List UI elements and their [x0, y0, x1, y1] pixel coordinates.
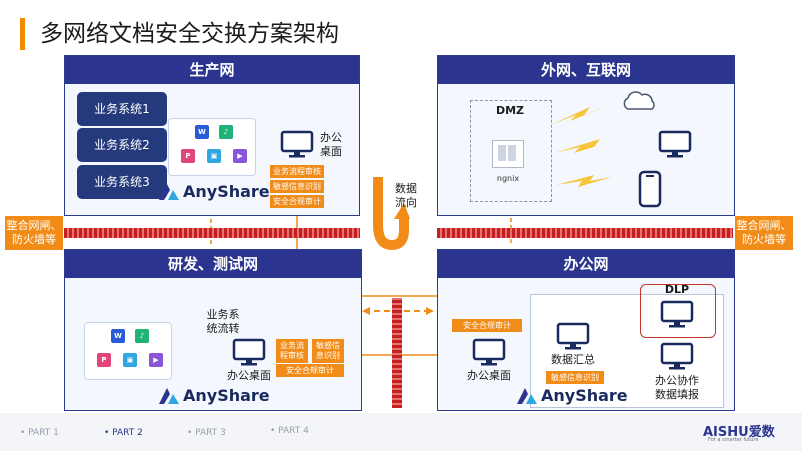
monitor-icon-summary: [556, 322, 590, 350]
tag-compliance-audit: 安全合规审计: [270, 195, 324, 208]
word-icon: W: [111, 329, 125, 343]
gateway-label-left: 整合网闸、 防火墙等: [5, 216, 63, 250]
firewall-wall-left: [64, 228, 360, 238]
production-desktop-label: 办公 桌面: [320, 131, 342, 158]
anyshare-logo-office: AnyShare: [517, 386, 628, 405]
collab-label: 办公协作 数据填报: [655, 374, 699, 401]
business-system-1: 业务系统1: [77, 92, 167, 126]
office-tag-sensitive: 敏感信息识别: [546, 371, 604, 384]
title-accent-bar: [20, 18, 25, 50]
aishu-logo: AISHU爱数: [703, 425, 775, 440]
anyshare-logo-rnd: AnyShare: [159, 386, 270, 405]
part-1-link[interactable]: • PART 1: [20, 428, 59, 438]
office-tag-compliance-audit: 安全合规审计: [452, 319, 522, 332]
file-types-box: W ♪ P ▣ ▶: [168, 118, 256, 176]
anyshare-icon: [517, 387, 537, 404]
rnd-tag-sensitive-detect: 敏感信 息识别: [312, 339, 344, 363]
anyshare-icon: [159, 183, 179, 200]
lightning-icons: [550, 105, 620, 187]
image-icon: ▣: [207, 149, 221, 163]
monitor-icon-external: [658, 130, 692, 158]
part-3-link[interactable]: • PART 3: [187, 428, 226, 438]
part-4-link[interactable]: • PART 4: [270, 426, 309, 436]
rnd-flow-label: 业务系 统流转: [206, 308, 240, 335]
monitor-icon-dlp: [660, 300, 694, 328]
gateway-label-right: 整合网闸、 防火墙等: [735, 216, 793, 250]
office-header: 办公网: [438, 250, 734, 278]
audio-icon: ♪: [135, 329, 149, 343]
monitor-icon-rnd: [232, 338, 266, 366]
file-types-box-rnd: W ♪ P ▣ ▶: [84, 322, 172, 380]
video-icon: ▶: [233, 149, 247, 163]
business-system-3: 业务系统3: [77, 165, 167, 199]
rnd-tag-process-review: 业务流 程审核: [276, 339, 308, 363]
monitor-icon-collab: [660, 342, 694, 370]
image-icon: ▣: [123, 353, 137, 367]
firewall-wall-right: [437, 228, 733, 238]
audio-icon: ♪: [219, 125, 233, 139]
dlp-box: [640, 284, 716, 338]
nginx-label: ngnix: [496, 174, 520, 183]
rnd-tag-compliance-audit: 安全合规审计: [276, 364, 344, 377]
data-flow-arrow: [373, 177, 410, 251]
anyshare-logo-production: AnyShare: [159, 182, 270, 201]
anyshare-icon: [159, 387, 179, 404]
firewall-wall-vertical: [392, 298, 402, 408]
dmz-label: DMZ: [495, 104, 525, 117]
rnd-desktop-label: 办公桌面: [227, 369, 271, 382]
dmz-zone: [470, 100, 552, 202]
part-2-link[interactable]: • PART 2: [104, 428, 143, 438]
business-system-2: 业务系统2: [77, 128, 167, 162]
production-header: 生产网: [65, 56, 359, 84]
monitor-icon-office: [472, 338, 506, 366]
tag-sensitive-detect: 敏感信息识别: [270, 180, 324, 193]
dlp-label: DLP: [664, 283, 690, 296]
pdf-icon: P: [97, 353, 111, 367]
rnd-header: 研发、测试网: [65, 250, 361, 278]
page-title: 多网络文档安全交换方案架构: [40, 21, 339, 47]
aishu-tagline: For a smarter future: [708, 437, 759, 443]
mobile-icon: [638, 170, 662, 208]
office-desktop-label: 办公桌面: [467, 369, 511, 382]
word-icon: W: [195, 125, 209, 139]
external-header: 外网、互联网: [438, 56, 734, 84]
cloud-icon: [623, 91, 655, 110]
monitor-icon: [280, 130, 314, 158]
video-icon: ▶: [149, 353, 163, 367]
data-flow-label: 数据 流向: [395, 182, 417, 209]
data-summary-label: 数据汇总: [551, 353, 595, 366]
pdf-icon: P: [181, 149, 195, 163]
footer-bar: [0, 413, 802, 451]
tag-process-review: 业务流程审核: [270, 165, 324, 178]
server-icon: [492, 140, 524, 168]
